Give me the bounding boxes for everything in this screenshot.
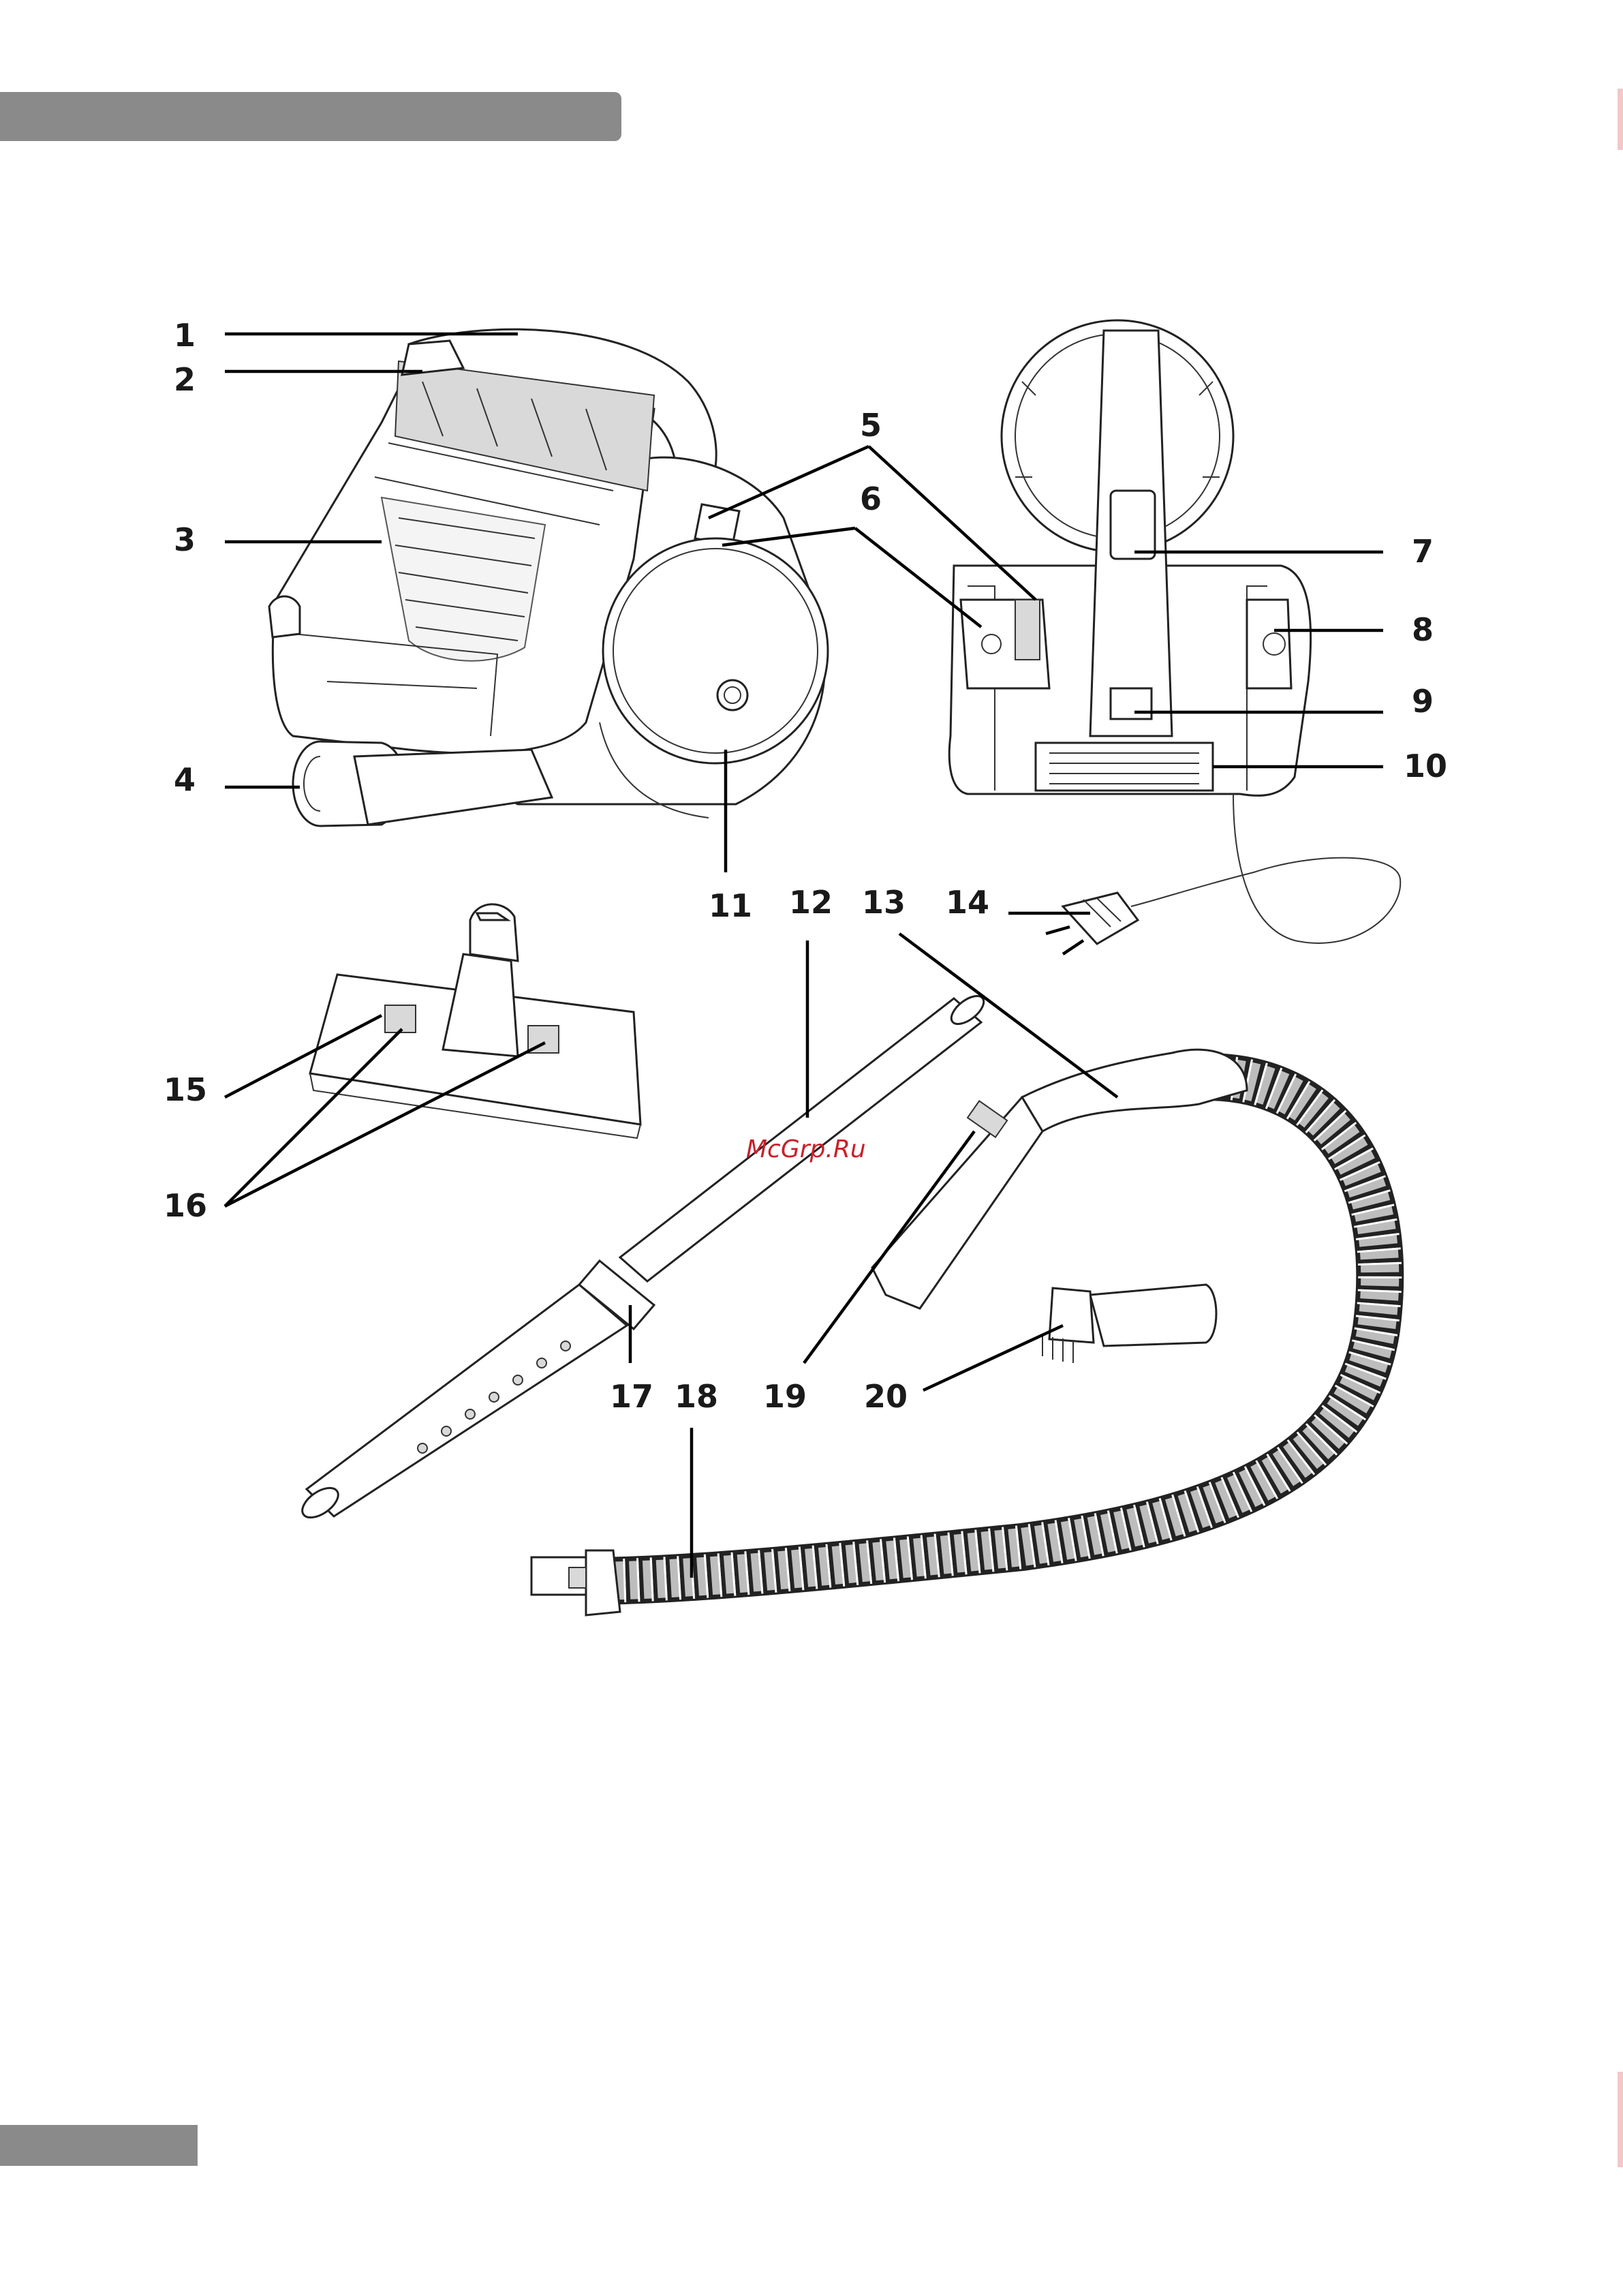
callout-6: 6 bbox=[860, 480, 882, 517]
callout-3: 3 bbox=[174, 521, 196, 558]
callout-14: 14 bbox=[946, 884, 989, 921]
callout-4: 4 bbox=[174, 761, 196, 798]
callout-13: 13 bbox=[862, 884, 906, 921]
callout-17: 17 bbox=[610, 1378, 653, 1415]
callout-11: 11 bbox=[709, 887, 752, 924]
callout-8: 8 bbox=[1412, 611, 1434, 648]
callout-12: 12 bbox=[789, 884, 833, 921]
vacuum-body-side-view bbox=[269, 329, 828, 826]
power-plug bbox=[1046, 893, 1138, 954]
callout-19: 19 bbox=[763, 1378, 807, 1415]
watermark: McGrp.Ru bbox=[746, 1135, 866, 1163]
callout-1: 1 bbox=[174, 317, 196, 354]
callout-5: 5 bbox=[860, 407, 882, 444]
callout-15: 15 bbox=[164, 1071, 207, 1108]
callout-18: 18 bbox=[675, 1378, 718, 1415]
callout-10: 10 bbox=[1404, 748, 1447, 784]
flexible-hose bbox=[531, 1050, 1380, 1615]
brush-tool bbox=[1042, 1285, 1216, 1363]
callout-9: 9 bbox=[1412, 683, 1434, 720]
callout-16: 16 bbox=[164, 1187, 207, 1224]
callout-20: 20 bbox=[864, 1378, 908, 1415]
floor-nozzle bbox=[310, 904, 640, 1138]
callout-7: 7 bbox=[1412, 533, 1434, 570]
callout-2: 2 bbox=[174, 361, 196, 398]
